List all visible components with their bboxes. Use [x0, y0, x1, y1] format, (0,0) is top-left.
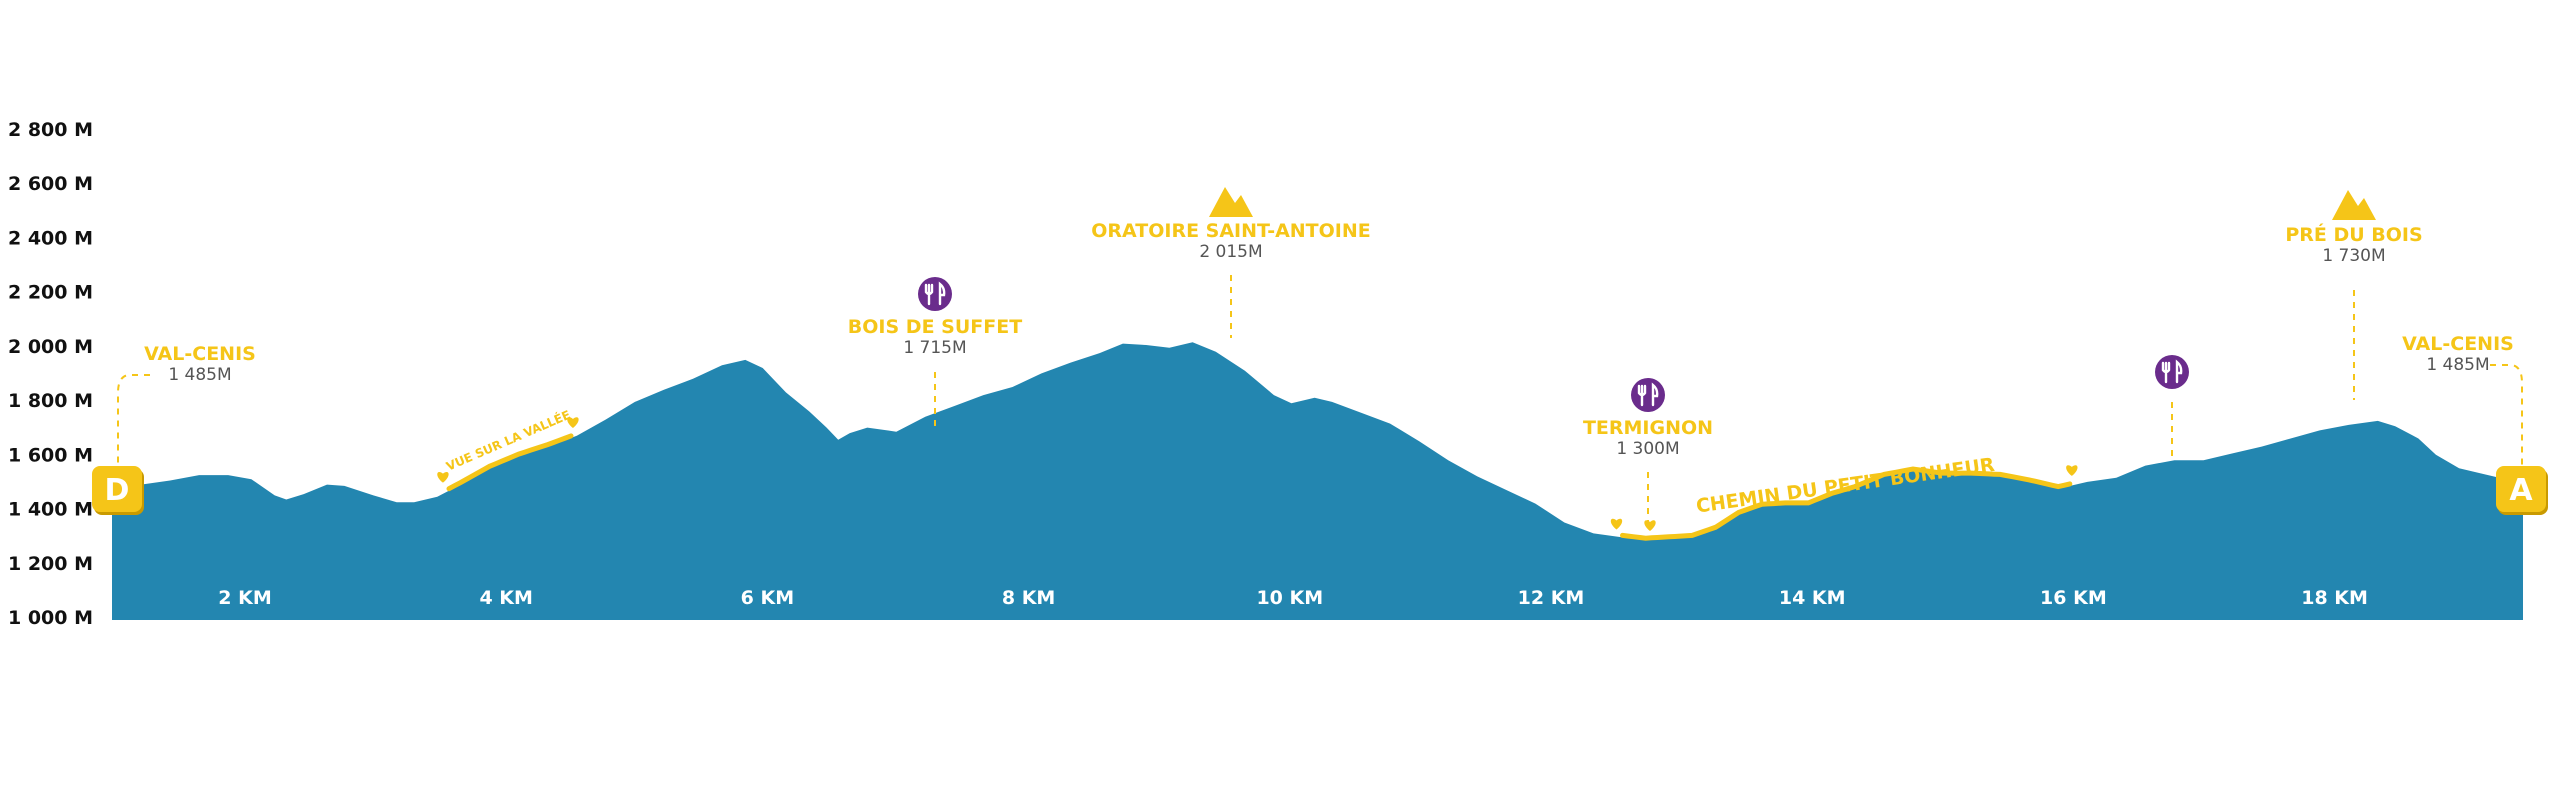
fork-knife-icon [924, 281, 946, 306]
y-tick-label: 1 200 M [8, 553, 93, 575]
waypoint-altitude: 1 300M [1616, 439, 1679, 459]
fork-knife-icon [2161, 359, 2183, 384]
waypoint-connector [117, 374, 150, 470]
badge-letter: D [105, 473, 130, 508]
restaurant-icon [918, 277, 952, 311]
fork-knife-icon [1637, 382, 1659, 407]
elevation-profile-area [112, 342, 2523, 620]
x-tick-label: 8 KM [1002, 587, 1055, 609]
badge-letter: A [2509, 473, 2533, 508]
mountain-icon [1209, 187, 1253, 217]
waypoint-name: TERMIGNON [1583, 417, 1713, 439]
waypoint-name: BOIS DE SUFFET [848, 316, 1022, 338]
x-tick-label: 18 KM [2301, 587, 2368, 609]
heart-icon [437, 471, 449, 483]
y-tick-label: 1 600 M [8, 444, 93, 466]
heart-icon [1610, 518, 1623, 530]
x-tick-label: 2 KM [218, 587, 271, 609]
restaurant-icon [2155, 355, 2189, 389]
waypoint-name: PRÉ DU BOIS [2285, 223, 2422, 246]
y-axis: 1 000 M 1 200 M 1 400 M 1 600 M 1 800 M 2 000… [8, 119, 93, 629]
waypoint-altitude: 1 485M [2426, 355, 2489, 375]
mountain-icon [2332, 190, 2376, 220]
y-tick-label: 2 800 M [8, 119, 93, 141]
waypoint-altitude: 1 730M [2322, 246, 2385, 266]
heart-icon [567, 417, 579, 428]
waypoint-name: VAL-CENIS [2402, 333, 2514, 355]
start-badge [92, 466, 142, 512]
waypoint-connector [2490, 364, 2523, 470]
y-tick-label: 2 000 M [8, 336, 93, 358]
y-tick-label: 1 400 M [8, 499, 93, 521]
waypoint-name: VAL-CENIS [144, 343, 256, 365]
heart-icon [2066, 465, 2078, 476]
highlight-trail-line [1620, 466, 2073, 541]
waypoint-altitude: 1 715M [903, 338, 966, 358]
y-tick-label: 2 400 M [8, 227, 93, 249]
finish-badge [2496, 466, 2546, 512]
heart-icon [1644, 520, 1656, 531]
x-tick-label: 14 KM [1779, 587, 1846, 609]
x-tick-label: 6 KM [741, 587, 794, 609]
x-axis: 2 KM 4 KM 6 KM 8 KM 10 KM 12 KM 14 KM 16 KM 18 K… [218, 587, 2368, 609]
waypoint-altitude: 1 485M [168, 365, 231, 385]
waypoint-altitude: 2 015M [1199, 242, 1262, 262]
y-tick-label: 1 000 M [8, 607, 93, 629]
waypoint-restaurant [2155, 355, 2189, 460]
x-tick-label: 10 KM [1256, 587, 1323, 609]
y-tick-label: 2 200 M [8, 282, 93, 304]
x-tick-label: 16 KM [2040, 587, 2107, 609]
waypoint-name: ORATOIRE SAINT-ANTOINE [1091, 220, 1371, 242]
x-tick-label: 4 KM [479, 587, 532, 609]
restaurant-icon [1631, 378, 1665, 412]
y-tick-label: 2 600 M [8, 173, 93, 195]
highlight-trail-line [446, 433, 574, 492]
x-tick-label: 12 KM [1518, 587, 1585, 609]
y-tick-label: 1 800 M [8, 390, 93, 412]
